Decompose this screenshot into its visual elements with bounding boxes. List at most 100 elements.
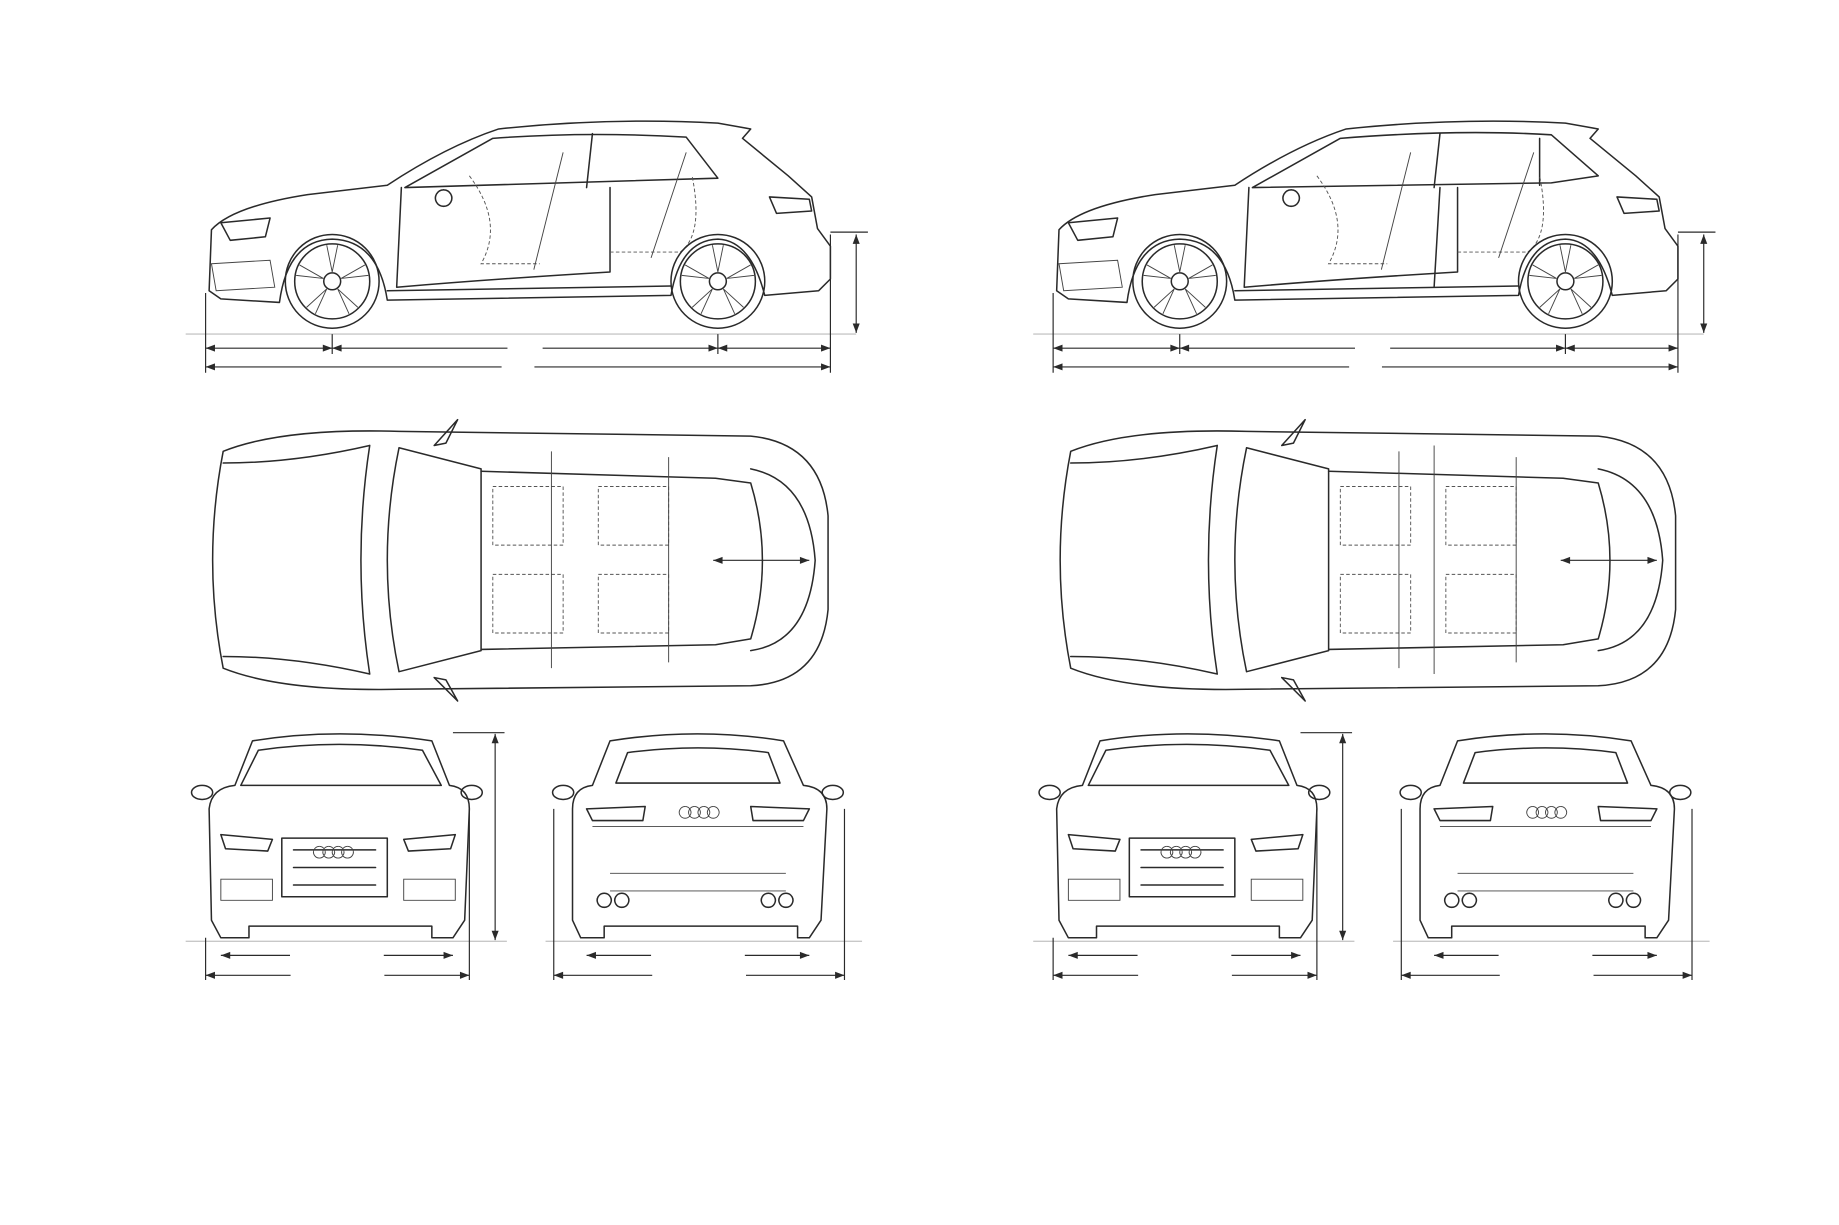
car-body-outline xyxy=(571,733,828,939)
seat-outline xyxy=(492,486,670,634)
windshield-outline xyxy=(240,743,442,787)
tail-light xyxy=(1433,805,1658,822)
car-body-outline xyxy=(1419,733,1676,939)
five-door-car-drawing-set xyxy=(1033,120,1716,980)
rear-bumper-line xyxy=(592,825,804,892)
horizontal-dimension-line xyxy=(1434,951,1657,959)
interior-width-line xyxy=(1398,451,1517,669)
arrow-head xyxy=(821,344,831,352)
three-door-car-drawing-set xyxy=(185,120,868,980)
wheel-spoke xyxy=(1153,288,1175,315)
interior-dimension-line xyxy=(1380,152,1535,270)
car-body-outline xyxy=(1059,430,1677,691)
arrow-head xyxy=(1401,971,1411,979)
wheel-spoke xyxy=(326,245,339,273)
wheel-spoke xyxy=(711,245,724,273)
horizontal-dimension-line xyxy=(586,951,810,959)
wheel-spoke xyxy=(1539,288,1561,315)
fog-light-intake xyxy=(220,878,456,901)
wheel xyxy=(1132,233,1228,329)
rear-view xyxy=(1393,733,1710,980)
side-mirror xyxy=(1038,784,1061,801)
side-window-outline xyxy=(1251,131,1599,189)
tire xyxy=(670,233,766,329)
horizontal-dimension-line xyxy=(713,556,810,564)
seat-outline xyxy=(1339,486,1517,634)
headlight xyxy=(1067,833,1304,852)
wheel-spoke xyxy=(722,288,744,315)
arrow-head xyxy=(835,971,845,979)
front-door-outline xyxy=(395,186,611,288)
side-view xyxy=(185,120,868,373)
car-body-outline xyxy=(1055,120,1679,304)
side-mirror xyxy=(460,784,484,801)
wheel xyxy=(1517,233,1614,329)
side-sill xyxy=(386,285,672,292)
side-mirror xyxy=(821,784,845,801)
side-mirror xyxy=(1282,189,1301,208)
wheel-spoke xyxy=(681,264,710,279)
arrow-head xyxy=(1291,951,1301,959)
rear-window-outline xyxy=(1597,468,1664,652)
front-view xyxy=(1033,732,1355,980)
wheel-spoke xyxy=(337,288,359,315)
arrow-head xyxy=(1682,971,1693,979)
brand-rings-logo xyxy=(1526,806,1568,819)
side-mirror xyxy=(434,189,453,208)
horizontal-dimension-line xyxy=(1053,363,1678,371)
tail-light xyxy=(1616,196,1660,215)
wheel-spoke xyxy=(1188,264,1216,279)
wheel-spoke xyxy=(306,288,328,315)
wheel-spoke xyxy=(340,264,369,279)
arrow-head xyxy=(799,951,810,959)
arrow-head xyxy=(1339,733,1347,744)
arrow-head xyxy=(1053,363,1063,371)
arrow-head xyxy=(821,363,831,371)
arrow-head xyxy=(1307,971,1317,979)
b-pillar xyxy=(585,132,594,189)
horizontal-dimension-line xyxy=(1068,951,1301,959)
wheel-spoke xyxy=(726,264,755,279)
arrow-head xyxy=(717,344,728,352)
wheel xyxy=(670,233,766,329)
arrow-head xyxy=(1565,344,1575,352)
arrow-head xyxy=(708,344,718,352)
hood-outline xyxy=(222,444,371,675)
arrow-head xyxy=(322,344,333,352)
extension-line xyxy=(1052,732,1353,980)
horizontal-dimension-line xyxy=(1179,344,1566,352)
top-view xyxy=(211,418,829,702)
car-body-outline xyxy=(208,733,471,939)
interior-dimension-line xyxy=(533,152,687,270)
arrow-head xyxy=(205,971,215,979)
brand-rings-logo xyxy=(1160,845,1202,859)
rear-window-outline xyxy=(615,747,781,784)
side-mirror xyxy=(551,784,575,801)
wheel-spoke xyxy=(1570,288,1592,315)
arrow-head xyxy=(1434,951,1444,959)
side-mirror xyxy=(433,418,459,702)
extension-line xyxy=(205,234,831,373)
side-window-outline xyxy=(404,133,719,189)
tire xyxy=(284,233,380,329)
arrow-head xyxy=(332,344,342,352)
interior-width-line xyxy=(550,451,670,669)
horizontal-dimension-line xyxy=(205,363,831,371)
wheel-spoke xyxy=(1574,264,1602,279)
horizontal-dimension-line xyxy=(1053,971,1317,979)
car-body-outline xyxy=(208,120,832,304)
horizontal-dimension-line xyxy=(205,971,470,979)
tire xyxy=(1517,233,1614,329)
arrow-head xyxy=(1647,951,1657,959)
exhaust-tip xyxy=(596,892,794,909)
arrow-head xyxy=(1700,323,1708,333)
horizontal-dimension-line xyxy=(1401,971,1693,979)
car-body-outline xyxy=(211,430,829,691)
arrow-head xyxy=(1339,930,1347,941)
wheel-spoke xyxy=(1143,264,1172,279)
hub xyxy=(708,272,728,291)
wheel-spoke xyxy=(1173,245,1186,273)
tail-light xyxy=(768,196,813,215)
horizontal-dimension-line xyxy=(1565,344,1678,352)
vertical-dimension-line xyxy=(852,234,860,333)
